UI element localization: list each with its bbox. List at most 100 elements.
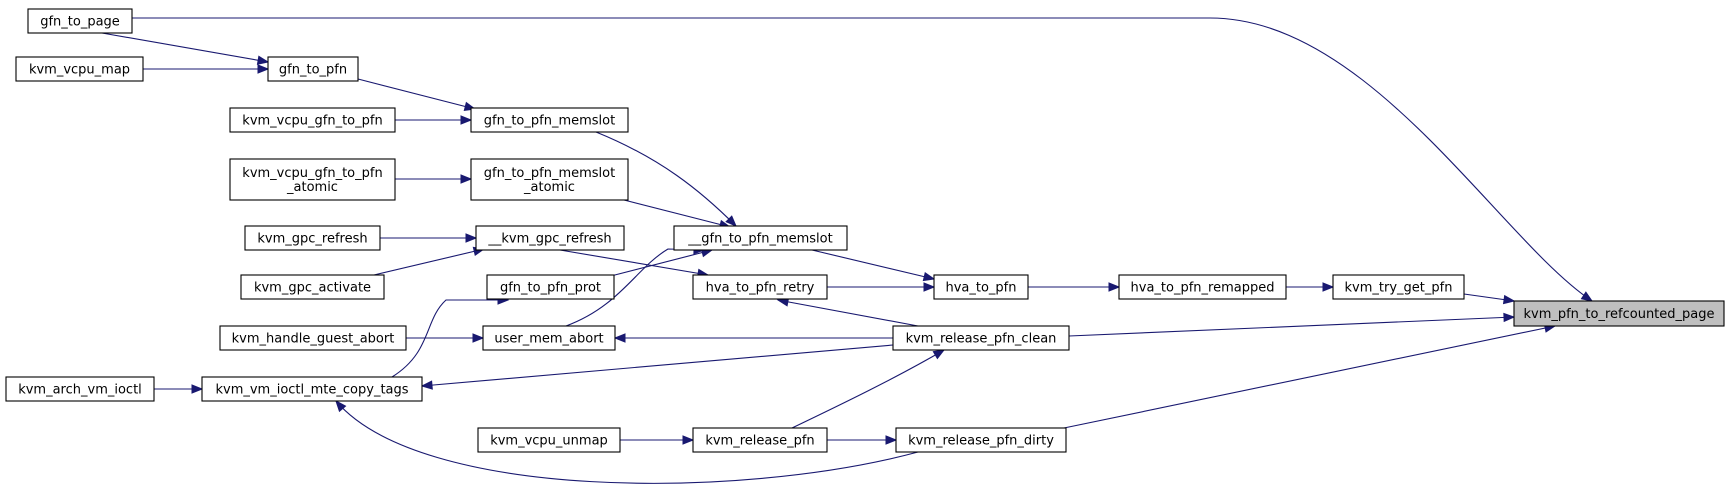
function-node-kvm-release-pfn-clean[interactable]: kvm_release_pfn_clean: [892, 325, 1070, 351]
edge-kvm_release_pfn_clean-to-kvm_vm_ioctl_mte_copy_tags: [420, 344, 894, 390]
function-node-kvm-release-pfn[interactable]: kvm_release_pfn: [692, 427, 828, 453]
node-label: kvm_gpc_activate: [254, 281, 371, 296]
function-node-kvm-arch-vm-ioctl[interactable]: kvm_arch_vm_ioctl: [5, 376, 155, 402]
node-box: [692, 274, 828, 300]
edge-kvm_vcpu_gfn_to_pfn_atomic-to-gfn_to_pfn_memslot_atomic: [395, 174, 473, 184]
edge-line: [391, 299, 508, 378]
node-label: _atomic: [286, 180, 338, 195]
node-label: kvm_vcpu_unmap: [490, 434, 608, 449]
function-node-kvm-handle-guest-abort[interactable]: kvm_handle_guest_abort: [219, 325, 407, 351]
function-node-kvm-vm-ioctl-mte-copy-tags[interactable]: kvm_vm_ioctl_mte_copy_tags: [201, 376, 423, 402]
node-box: [933, 274, 1029, 300]
node-label: kvm_arch_vm_ioctl: [18, 383, 142, 398]
node-box: [1118, 274, 1287, 300]
function-node-kvm-vcpu-gfn-to-pfn[interactable]: kvm_vcpu_gfn_to_pfn: [229, 107, 396, 133]
function-node-gfn-to-page[interactable]: gfn_to_page: [27, 8, 133, 34]
node-label: gfn_to_pfn_prot: [500, 281, 601, 296]
function-node-kvm-vcpu-map[interactable]: kvm_vcpu_map: [15, 56, 144, 82]
edge-line: [132, 17, 1593, 302]
node-label: hva_to_pfn_remapped: [1131, 281, 1275, 296]
function-node-user-mem-abort[interactable]: user_mem_abort: [482, 325, 616, 351]
edge-line: [357, 78, 476, 110]
node-box: [482, 325, 616, 351]
edge-line: [559, 249, 709, 276]
function-node-gfn-to-pfn-memslot-atomic[interactable]: gfn_to_pfn_memslot_atomic: [470, 158, 629, 201]
edge-kvm_try_get_pfn-to-root: [1463, 293, 1516, 305]
function-node-gfn-to-pfn-memslot[interactable]: __gfn_to_pfn_memslot: [673, 225, 848, 251]
arrowhead: [932, 349, 946, 360]
arrowhead: [460, 174, 473, 184]
arrowhead: [1503, 312, 1516, 323]
arrowhead: [1108, 282, 1121, 292]
function-node-kvm-gpc-refresh[interactable]: __kvm_gpc_refresh: [475, 225, 625, 251]
function-node-kvm-vcpu-unmap[interactable]: kvm_vcpu_unmap: [477, 427, 621, 453]
edge-kvm_release_pfn_dirty-to-kvm_vm_ioctl_mte_copy_tags: [335, 399, 919, 484]
node-box: [470, 107, 629, 133]
nodes: kvm_pfn_to_refcounted_page gfn_to_pagekvm…: [5, 8, 1725, 453]
function-node-hva-to-pfn-remapped[interactable]: hva_to_pfn_remapped: [1118, 274, 1287, 300]
edge-line: [791, 349, 945, 429]
arrowhead: [682, 435, 695, 445]
node-box: [219, 325, 407, 351]
arrowhead: [922, 271, 936, 282]
node-label: kvm_release_pfn_dirty: [908, 434, 1054, 449]
root-function-node[interactable]: kvm_pfn_to_refcounted_page: [1513, 300, 1725, 327]
node-label: gfn_to_pfn_memslot: [484, 114, 615, 129]
function-node-gfn-to-pfn-prot[interactable]: gfn_to_pfn_prot: [486, 274, 615, 300]
arrowhead: [1502, 294, 1516, 305]
node-label: kvm_handle_guest_abort: [232, 332, 395, 347]
edge-kvm_vcpu_gfn_to_pfn-to-gfn_to_pfn_memslot: [395, 115, 473, 125]
edge-gfn_to_page-to-root: [132, 17, 1594, 302]
edge-line: [811, 249, 935, 280]
edge-kvm_release_pfn-to-kvm_release_pfn_clean: [791, 349, 946, 429]
node-label: hva_to_pfn_retry: [706, 281, 815, 296]
node-label: kvm_vcpu_gfn_to_pfn: [242, 166, 382, 181]
node-label: kvm_release_pfn_clean: [906, 332, 1057, 347]
function-node-kvm-vcpu-gfn-to-pfn-atomic[interactable]: kvm_vcpu_gfn_to_pfn_atomic: [229, 158, 396, 201]
node-box: [470, 158, 629, 201]
node-box: [229, 158, 396, 201]
arrowhead: [613, 333, 626, 343]
node-box: [692, 427, 828, 453]
arrowhead: [460, 115, 473, 125]
node-label: kvm_vm_ioctl_mte_copy_tags: [215, 383, 408, 398]
edge-__gfn_to_pfn_memslot-to-hva_to_pfn: [811, 249, 936, 282]
edge-line: [335, 400, 919, 484]
edge-gfn_to_pfn_memslot-to-__gfn_to_pfn_memslot: [595, 131, 737, 227]
edge-kvm_vcpu_map-to-gfn_to_pfn: [143, 64, 270, 74]
function-node-hva-to-pfn[interactable]: hva_to_pfn: [933, 274, 1029, 300]
node-label: __kvm_gpc_refresh: [487, 232, 611, 247]
edge-kvm_arch_vm_ioctl-to-kvm_vm_ioctl_mte_copy_tags: [154, 384, 204, 394]
arrowhead: [256, 55, 270, 65]
edge-kvm_handle_guest_abort-to-user_mem_abort: [406, 333, 485, 343]
function-node-kvm-gpc-refresh[interactable]: kvm_gpc_refresh: [244, 225, 381, 251]
node-box: [267, 56, 359, 82]
edges: [101, 17, 1594, 484]
edge-line: [421, 344, 894, 387]
node-label: hva_to_pfn: [945, 281, 1016, 296]
arrowhead: [257, 64, 270, 74]
function-node-kvm-gpc-activate[interactable]: kvm_gpc_activate: [240, 274, 385, 300]
edge-kvm_gpc_activate-to-__kvm_gpc_refresh: [373, 246, 486, 276]
node-box: [486, 274, 615, 300]
arrowhead: [1580, 291, 1594, 302]
edge-hva_to_pfn-to-hva_to_pfn_remapped: [1028, 282, 1121, 292]
edge-hva_to_pfn_retry-to-hva_to_pfn: [827, 282, 936, 292]
function-node-kvm-release-pfn-dirty[interactable]: kvm_release_pfn_dirty: [895, 427, 1067, 453]
node-label: gfn_to_pfn: [279, 63, 347, 78]
node-box: [244, 225, 381, 251]
edge-line: [623, 199, 731, 228]
edge-line: [373, 248, 485, 276]
node-box: [201, 376, 423, 402]
node-box: [27, 8, 133, 34]
edge-line: [565, 248, 705, 327]
function-node-gfn-to-pfn-memslot[interactable]: gfn_to_pfn_memslot: [470, 107, 629, 133]
arrowhead: [472, 333, 485, 343]
node-box: [895, 427, 1067, 453]
function-node-hva-to-pfn-retry[interactable]: hva_to_pfn_retry: [692, 274, 828, 300]
edge-kvm_release_pfn_clean-to-user_mem_abort: [613, 333, 893, 343]
node-label: kvm_gpc_refresh: [257, 232, 367, 247]
node-label: kvm_pfn_to_refcounted_page: [1523, 307, 1714, 322]
function-node-gfn-to-pfn[interactable]: gfn_to_pfn: [267, 56, 359, 82]
function-node-kvm-try-get-pfn[interactable]: kvm_try_get_pfn: [1332, 274, 1465, 300]
